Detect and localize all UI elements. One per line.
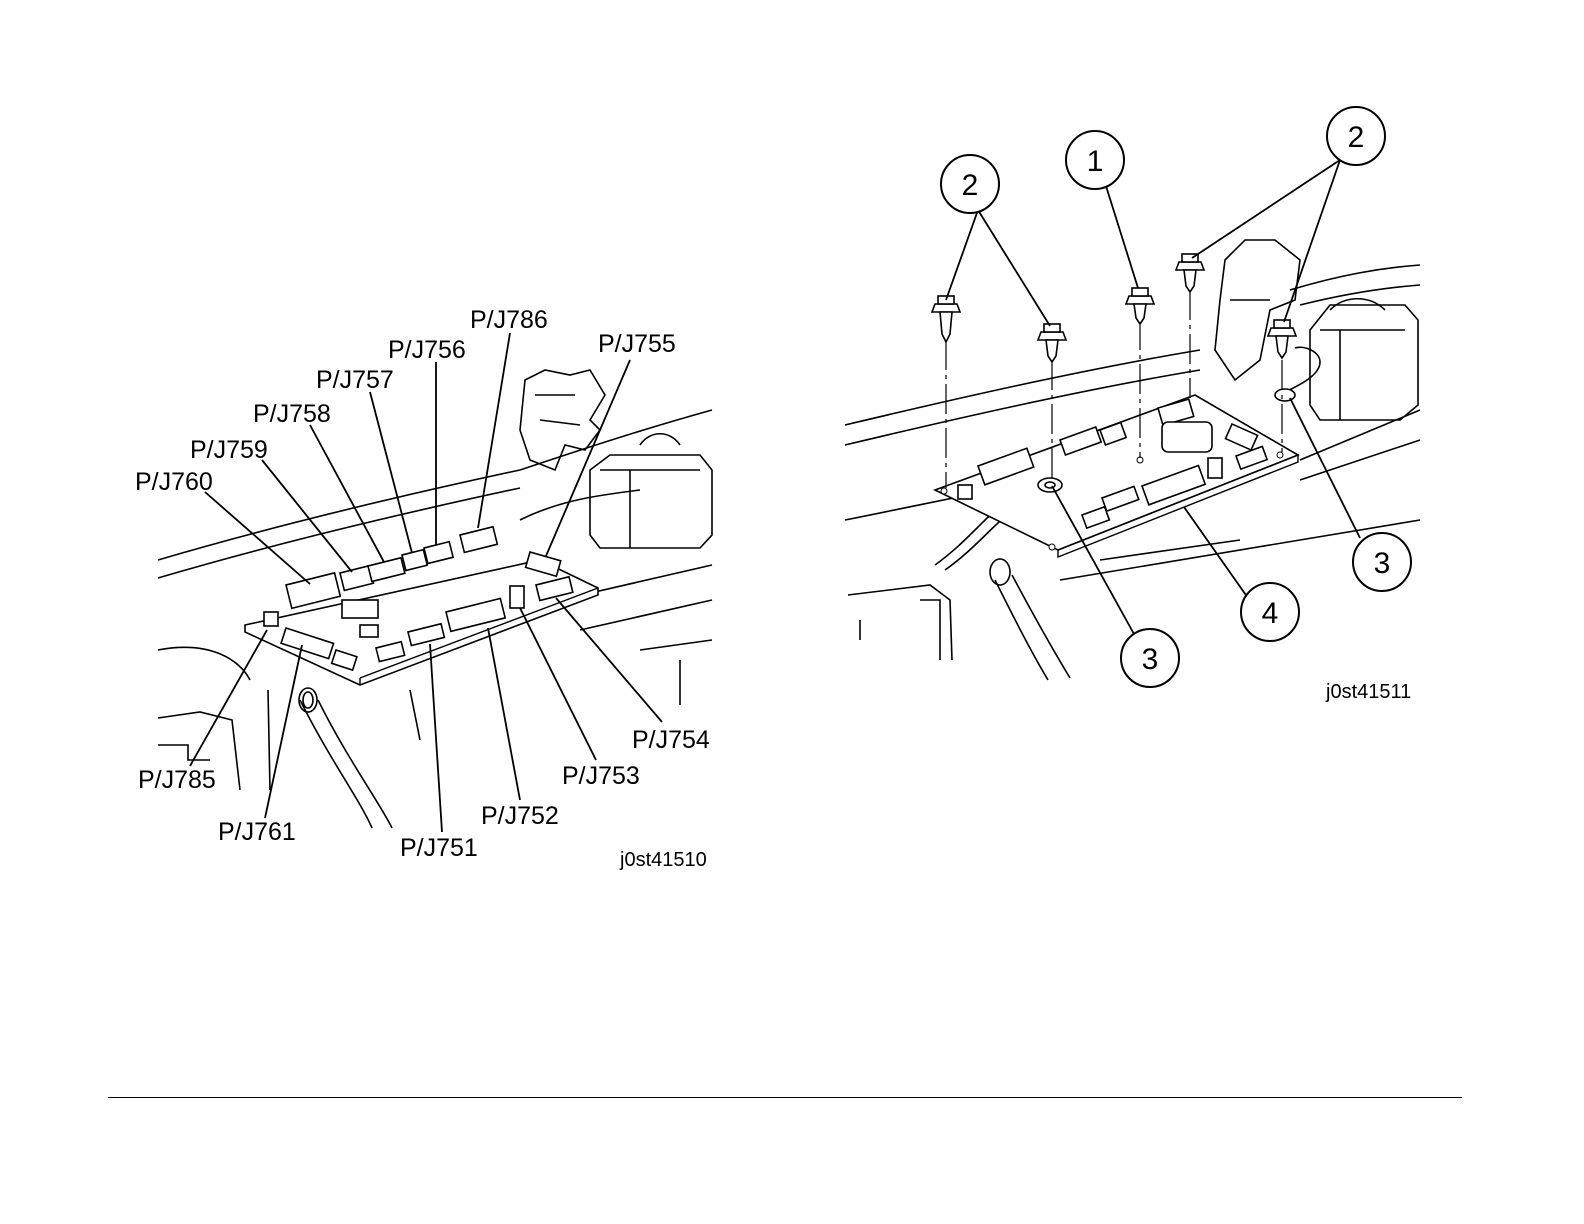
callout-3-right-text: 3 bbox=[1374, 547, 1391, 580]
label-pj759: P/J759 bbox=[190, 436, 268, 464]
callout-3-right: 3 bbox=[1353, 533, 1411, 591]
callout-1-text: 1 bbox=[1087, 145, 1104, 178]
label-pj760: P/J760 bbox=[135, 468, 213, 496]
callout-2-left-text: 2 bbox=[962, 169, 979, 202]
callout-4-text: 4 bbox=[1262, 597, 1279, 630]
callout-2-right-text: 2 bbox=[1348, 121, 1365, 154]
label-pj786: P/J786 bbox=[470, 306, 548, 334]
callout-2-right: 2 bbox=[1327, 107, 1385, 165]
label-pj754: P/J754 bbox=[632, 726, 710, 754]
label-pj757: P/J757 bbox=[316, 366, 394, 394]
callout-3-center-text: 3 bbox=[1142, 643, 1159, 676]
page-footer-rule bbox=[108, 1097, 1462, 1098]
label-pj756: P/J756 bbox=[388, 336, 466, 364]
callout-3-center: 3 bbox=[1121, 629, 1179, 687]
label-pj752: P/J752 bbox=[481, 802, 559, 830]
label-pj755: P/J755 bbox=[598, 330, 676, 358]
label-pj753: P/J753 bbox=[562, 762, 640, 790]
callout-2-left: 2 bbox=[941, 155, 999, 213]
label-pj758: P/J758 bbox=[253, 400, 331, 428]
label-pj751: P/J751 bbox=[400, 834, 478, 862]
right-figure: 2 1 2 3 4 3 j0st41511 bbox=[845, 107, 1420, 703]
label-pj761: P/J761 bbox=[218, 818, 296, 846]
callout-1: 1 bbox=[1066, 131, 1124, 189]
figure-id-right: j0st41511 bbox=[1325, 681, 1411, 703]
left-figure: P/J786 P/J756 P/J755 P/J757 P/J758 P/J75… bbox=[135, 306, 712, 871]
screw-right-top bbox=[1176, 254, 1204, 398]
callout-4: 4 bbox=[1241, 583, 1299, 641]
figure-id-left: j0st41510 bbox=[619, 849, 707, 871]
screw-right-lower bbox=[1268, 320, 1296, 452]
label-pj785: P/J785 bbox=[138, 766, 216, 794]
screw-left-outer bbox=[932, 296, 960, 488]
